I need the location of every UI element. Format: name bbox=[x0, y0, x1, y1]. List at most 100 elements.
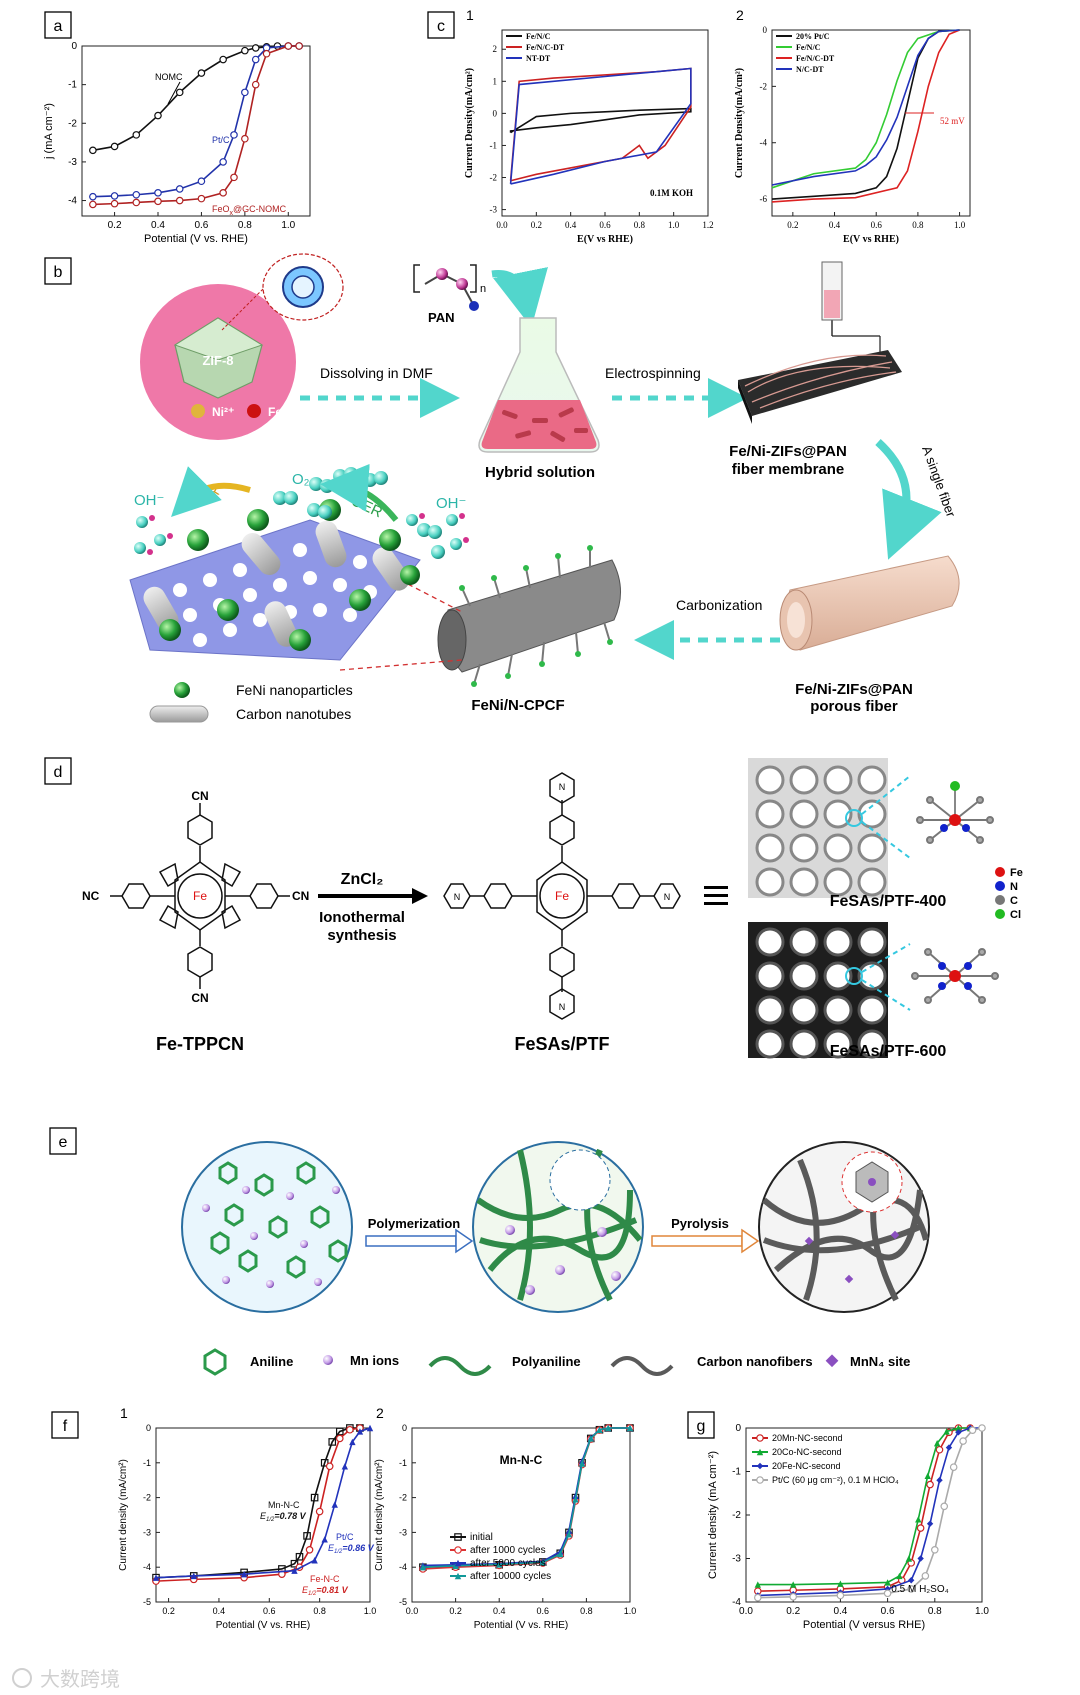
legend-label: after 10000 cycles bbox=[470, 1571, 551, 1582]
legend-label: initial bbox=[470, 1532, 493, 1543]
single-fiber-label: A single fiber bbox=[919, 444, 959, 520]
x-tick-label: 0.2 bbox=[449, 1606, 462, 1616]
data-point bbox=[565, 1530, 573, 1538]
data-point bbox=[110, 199, 119, 208]
pyrolysis-label: Pyrolysis bbox=[671, 1216, 729, 1231]
data-point bbox=[219, 158, 227, 166]
legend-mn: Mn ions bbox=[350, 1353, 399, 1368]
porous-label-line2: porous fiber bbox=[810, 698, 898, 715]
plot-frame bbox=[771, 29, 971, 217]
data-point bbox=[926, 1480, 934, 1489]
e12-value: E1/2=0.86 V bbox=[328, 1543, 375, 1555]
pan-molecule: n bbox=[413, 264, 486, 311]
x-tick-label: 1.0 bbox=[624, 1606, 637, 1616]
legend-marker bbox=[756, 1476, 764, 1484]
x-tick-label: 0.2 bbox=[108, 220, 122, 231]
legend-marker bbox=[454, 1572, 462, 1580]
legend-label: Fe/N/C bbox=[796, 43, 821, 52]
feox-subscript: x bbox=[230, 210, 234, 217]
data-point bbox=[154, 197, 162, 206]
panel-a-label: a bbox=[54, 18, 63, 35]
data-point bbox=[933, 1440, 941, 1447]
atom-legend-label: Cl bbox=[1010, 909, 1021, 921]
ionothermal-label-line1: Ionothermal bbox=[319, 909, 405, 926]
legend-carbon: Carbon nanofibers bbox=[697, 1354, 813, 1369]
watermark: 大数跨境 bbox=[12, 1668, 120, 1691]
fe-ion-icon bbox=[247, 404, 261, 418]
data-point bbox=[356, 1428, 364, 1435]
y-tick-label: -4 bbox=[732, 1597, 741, 1608]
data-point bbox=[219, 55, 227, 64]
data-point bbox=[320, 1458, 329, 1467]
data-point bbox=[924, 1472, 931, 1480]
e12-subscript: 1/2 bbox=[308, 1591, 317, 1597]
data-point bbox=[219, 189, 227, 197]
data-point bbox=[935, 1445, 944, 1454]
legend-marker bbox=[454, 1559, 462, 1567]
y-axis-label: j (mA cm⁻²) bbox=[43, 103, 55, 160]
x-tick-label: 0.6 bbox=[881, 1606, 895, 1617]
data-point bbox=[943, 1428, 950, 1435]
data-point bbox=[241, 88, 249, 97]
legend-label: NT-DT bbox=[526, 54, 551, 63]
fe-tppcn-structure bbox=[110, 803, 290, 989]
y-tick-label: 2 bbox=[493, 44, 498, 54]
y-tick-label: -2 bbox=[490, 173, 498, 183]
e12-value: E1/2=0.78 V bbox=[260, 1511, 307, 1523]
data-point bbox=[978, 1424, 986, 1432]
atom-legend-dot bbox=[995, 909, 1005, 919]
data-point bbox=[132, 190, 141, 199]
chart-title: Mn-N-C bbox=[500, 1453, 543, 1467]
plot-frame bbox=[81, 45, 311, 217]
zif8-label: ZIF-8 bbox=[202, 353, 233, 368]
catalyst-sheet bbox=[129, 499, 421, 661]
data-point bbox=[572, 1496, 579, 1503]
data-point bbox=[230, 131, 238, 139]
x-tick-label: 0.4 bbox=[829, 220, 841, 230]
y-tick-label: -4 bbox=[760, 138, 768, 148]
x-tick-label: 1.0 bbox=[954, 220, 966, 230]
x-tick-label: 0.0 bbox=[406, 1606, 419, 1616]
fe-center-label: Fe bbox=[193, 889, 207, 903]
series-line bbox=[757, 1427, 971, 1586]
y-tick-label: -4 bbox=[143, 1562, 151, 1572]
legend-label: 20Fe-NC-second bbox=[772, 1461, 841, 1471]
ni-ion-label: Ni²⁺ bbox=[212, 405, 234, 419]
panel-b-schematic: ZIF-8 Ni²⁺ Fe²⁺ Dissolving in DMF n PAN bbox=[129, 253, 960, 723]
triazine-bottom-n-label: N bbox=[559, 1002, 566, 1012]
x-tick-label: 0.6 bbox=[871, 220, 883, 230]
legend-mnn4-icon bbox=[825, 1354, 839, 1368]
legend-marker bbox=[756, 1462, 764, 1470]
porous-label-line1: Fe/Ni-ZIFs@PAN bbox=[795, 681, 913, 698]
series-line bbox=[92, 45, 300, 206]
data-point bbox=[884, 1579, 891, 1586]
data-point bbox=[539, 1559, 546, 1566]
ni-ion-icon bbox=[191, 404, 205, 418]
x-tick-label: 0.4 bbox=[493, 1606, 506, 1616]
data-point bbox=[955, 1424, 962, 1432]
feox-rest: @GC-NOMC bbox=[233, 204, 287, 214]
y-tick-label: 0 bbox=[71, 41, 77, 52]
x-tick-label: 0.8 bbox=[313, 1606, 326, 1616]
fesas-ptf-label: FeSAs/PTF bbox=[514, 1034, 609, 1054]
y-tick-label: -3 bbox=[399, 1527, 407, 1537]
ptc-label: Pt/C bbox=[212, 135, 230, 145]
oh-molecules bbox=[134, 513, 469, 555]
data-point bbox=[496, 1561, 503, 1568]
y-tick-label: 0 bbox=[735, 1423, 741, 1434]
panel-e-label: e bbox=[59, 1134, 68, 1151]
data-point bbox=[945, 1444, 953, 1451]
data-point bbox=[251, 80, 260, 89]
y-tick-label: -3 bbox=[732, 1554, 741, 1565]
data-point bbox=[197, 69, 206, 77]
x-tick-label: 1.2 bbox=[702, 220, 713, 230]
e12-number: =0.81 V bbox=[316, 1585, 348, 1595]
x-tick-label: 0.0 bbox=[739, 1606, 753, 1617]
series-line bbox=[92, 45, 300, 198]
data-point bbox=[896, 1572, 903, 1580]
series-line bbox=[92, 45, 300, 152]
x-axis-label: E(V vs RHE) bbox=[843, 234, 899, 245]
data-point bbox=[346, 1425, 354, 1434]
